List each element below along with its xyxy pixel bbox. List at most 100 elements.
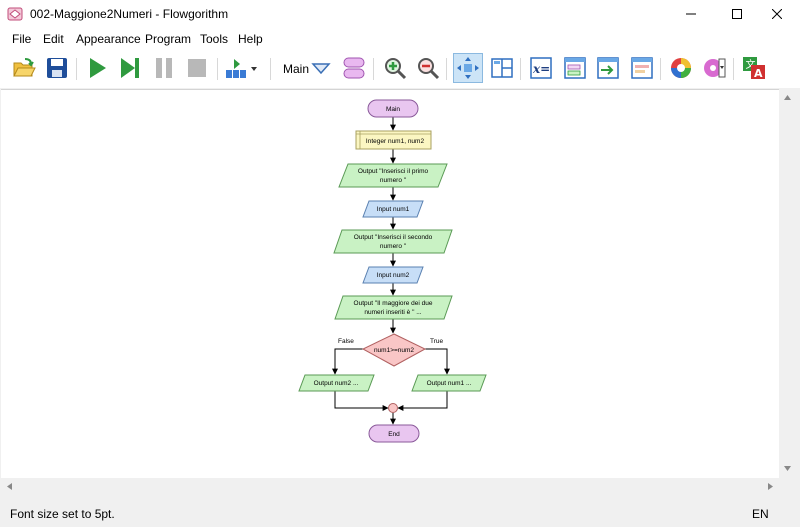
minimize-icon [686,13,696,15]
save-button[interactable] [43,54,71,82]
console-button[interactable] [561,54,589,82]
color-scheme-button[interactable] [667,54,695,82]
output-1-line-1: Output "Inserisci il primo [358,168,429,175]
scroll-left-icon [7,483,12,490]
stop-button[interactable] [183,54,211,82]
zoom-in-button[interactable] [381,54,409,82]
join-point [388,403,398,413]
fit-view-button[interactable] [453,53,483,83]
svg-text:x=: x= [532,62,550,76]
variable-watch-button[interactable]: x= [527,54,555,82]
run-button[interactable] [83,54,111,82]
open-button[interactable] [10,54,38,82]
output-block-3[interactable]: Output "Il maggiore dei due numeri inser… [334,295,453,320]
variable-watch-icon: x= [530,57,552,79]
styles-icon [704,58,726,78]
flowchart-diagram: Main Integer num1, num2 Output "Inserisc… [298,99,487,443]
toolbar-separator [373,58,374,80]
end-terminal[interactable]: End [368,424,420,443]
toolbar-separator [217,58,218,80]
zoom-out-button[interactable] [414,54,442,82]
condition-label: num1>=num2 [374,347,414,354]
stop-icon [188,59,206,77]
menu-appearance[interactable]: Appearance [76,32,141,46]
function-dropdown[interactable] [307,54,335,82]
output-3-line-1: Output "Il maggiore dei due [354,300,433,307]
toolbar-separator [76,58,77,80]
toolbar: Main [0,50,800,88]
start-label: Main [386,106,400,113]
speed-icon [226,59,257,78]
open-folder-icon [13,58,36,77]
maximize-icon [732,9,742,19]
output-1-line-2: numero " [380,177,407,184]
true-output-block[interactable]: Output num1 ... [411,374,487,392]
false-branch-label: False [338,338,354,345]
layout-panels-icon [491,58,513,78]
declare-label: Integer num1, num2 [366,138,425,145]
svg-text:文: 文 [746,58,756,71]
scroll-up-icon [784,95,791,100]
zoom-in-icon [385,58,407,80]
menu-bar: File Edit Appearance Program Tools Help [0,28,800,50]
status-bar: Font size set to 5pt. EN [0,501,800,527]
status-message: Font size set to 5pt. [10,507,115,521]
chart-button[interactable] [628,54,656,82]
declare-block[interactable]: Integer num1, num2 [355,130,432,150]
title-bar: 002-Maggione2Numeri - Flowgorithm [0,0,800,28]
menu-file[interactable]: File [12,32,32,46]
step-forward-icon [121,58,139,78]
functions-icon [343,57,365,79]
toolbar-separator [733,58,734,80]
layout-button[interactable] [488,54,516,82]
false-output-label: Output num2 ... [314,380,359,387]
input-block-1[interactable]: Input num1 [362,200,424,218]
horizontal-scrollbar[interactable] [1,478,779,495]
maximize-button[interactable] [714,0,760,28]
zoom-out-icon [418,58,440,80]
menu-help[interactable]: Help [238,32,263,46]
menu-edit[interactable]: Edit [43,32,64,46]
color-wheel-icon [671,58,691,78]
toolbar-separator [520,58,521,80]
toolbar-separator [446,58,447,80]
close-icon [772,9,782,19]
step-button[interactable] [116,54,144,82]
pause-button[interactable] [150,54,178,82]
toolbar-separator [660,58,661,80]
input-1-label: Input num1 [377,206,410,213]
save-icon [47,58,67,78]
true-output-label: Output num1 ... [427,380,472,387]
close-button[interactable] [754,0,800,28]
manage-functions-button[interactable] [340,54,368,82]
output-3-line-2: numeri inseriti è " ... [364,309,421,316]
translate-button[interactable]: 文 A [740,54,768,82]
if-condition[interactable]: num1>=num2 [361,333,427,367]
svg-text:A: A [754,67,763,80]
input-block-2[interactable]: Input num2 [362,266,424,284]
source-code-icon [597,57,619,79]
function-name[interactable]: Main [283,62,310,76]
menu-program[interactable]: Program [145,32,192,46]
output-block-1[interactable]: Output "Inserisci il primo numero " [338,163,448,188]
false-output-block[interactable]: Output num2 ... [298,374,375,392]
chart-window-icon [631,57,653,79]
scroll-down-icon [784,466,791,471]
translate-icon: 文 A [743,57,765,80]
execution-speed-button[interactable] [223,54,259,82]
language-indicator[interactable]: EN [752,507,769,521]
toolbar-separator [270,58,271,80]
play-icon [90,58,106,78]
styles-button[interactable] [701,54,729,82]
minimize-button[interactable] [668,0,714,28]
vertical-scrollbar[interactable] [779,89,796,477]
flowchart-canvas[interactable]: Main Integer num1, num2 Output "Inserisc… [1,89,779,478]
menu-tools[interactable]: Tools [200,32,229,46]
start-terminal[interactable]: Main [367,99,419,118]
source-code-button[interactable] [594,54,622,82]
output-block-2[interactable]: Output "Inserisci il secondo numero " [333,229,453,254]
chevron-down-icon [311,63,331,75]
pause-icon [156,58,172,78]
input-2-label: Input num2 [377,272,410,279]
flowgorithm-app-icon [7,7,23,21]
